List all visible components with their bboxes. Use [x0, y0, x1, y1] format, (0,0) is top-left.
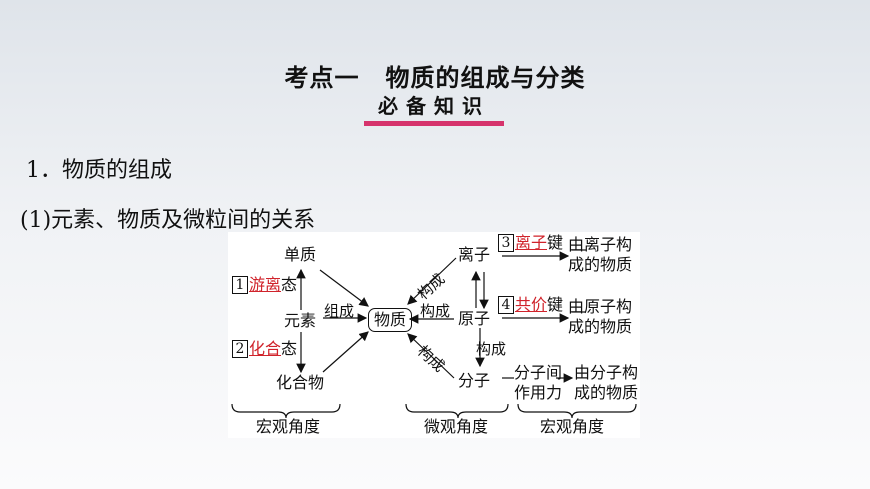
- state-combined-number: 2: [232, 340, 248, 358]
- bracket-label-macro-right: 宏观角度: [540, 417, 605, 436]
- arrow-molecule-substance: [407, 333, 455, 379]
- label-compose: 组成: [324, 302, 355, 320]
- node-compound: 化合物: [276, 373, 325, 392]
- result-atomic-line2: 成的物质: [568, 317, 633, 336]
- node-ion: 离子: [458, 245, 491, 264]
- node-molecule: 分子: [458, 371, 491, 390]
- section-badge: 必备知识: [378, 94, 490, 118]
- intermolecular-line2: 作用力: [514, 383, 563, 402]
- state-free-answer: 游离: [249, 275, 282, 294]
- arrow-compound-substance: [322, 331, 369, 373]
- bond-covalent-number: 4: [498, 296, 514, 314]
- state-free-number: 1: [232, 276, 248, 294]
- state-combined-answer: 化合: [249, 339, 282, 358]
- heading-relationship: (1)元素、物质及微粒间的关系: [20, 208, 316, 233]
- result-molecular-line2: 成的物质: [574, 383, 639, 402]
- result-ionic-line2: 成的物质: [568, 255, 633, 274]
- result-ionic-line1: 由离子构: [568, 235, 633, 254]
- diagram-lines: [231, 249, 637, 419]
- bracket-macro-left: [231, 403, 341, 419]
- bracket-label-macro-left: 宏观角度: [256, 417, 321, 436]
- page-title: 考点一物质的组成与分类: [0, 58, 870, 93]
- title-part1: 考点一: [284, 64, 360, 92]
- state-free-suffix: 态: [281, 275, 298, 294]
- node-substance: 物质: [368, 308, 413, 332]
- bond-covalent-suffix: 键: [547, 295, 564, 314]
- bracket-micro: [405, 403, 509, 419]
- bond-covalent-answer: 共价: [515, 295, 548, 314]
- arrow-single-substance: [319, 269, 369, 307]
- state-combined-suffix: 态: [281, 339, 298, 358]
- title-part2: 物质的组成与分类: [385, 64, 586, 92]
- bond-ionic-suffix: 键: [547, 233, 564, 252]
- bracket-label-micro: 微观角度: [424, 417, 489, 436]
- arrow-ion-substance: [407, 257, 457, 305]
- heading-composition: 1．物质的组成: [26, 158, 172, 183]
- label-build-atom: 构成: [420, 302, 451, 320]
- node-element: 元素: [284, 311, 317, 330]
- bond-ionic-answer: 离子: [515, 233, 548, 252]
- node-single: 单质: [284, 245, 317, 264]
- intermolecular-line1: 分子间: [514, 363, 563, 382]
- bracket-macro-right: [517, 403, 637, 419]
- bond-ionic-number: 3: [498, 234, 514, 252]
- label-atom-to-molecule: 构成: [476, 340, 507, 358]
- result-atomic-line1: 由原子构: [568, 297, 633, 316]
- result-molecular-line1: 由分子构: [574, 363, 639, 382]
- node-atom: 原子: [458, 309, 491, 328]
- badge-underline: [364, 121, 504, 126]
